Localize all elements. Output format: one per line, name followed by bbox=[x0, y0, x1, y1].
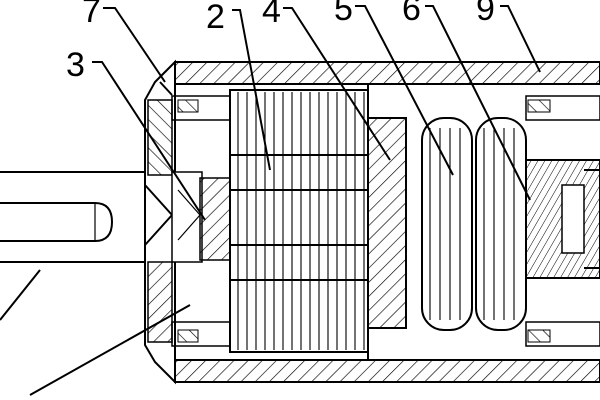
callout-9: 9 bbox=[476, 0, 495, 28]
callout-6: 6 bbox=[402, 0, 421, 28]
callout-2: 2 bbox=[206, 0, 225, 36]
coupling-block bbox=[367, 85, 407, 360]
callout-4: 4 bbox=[262, 0, 281, 30]
shaft bbox=[0, 171, 145, 263]
leader-lines bbox=[0, 5, 541, 396]
callout-7: 7 bbox=[82, 0, 101, 30]
end-cap bbox=[144, 59, 176, 385]
bearing-left bbox=[171, 95, 231, 347]
callout-3: 3 bbox=[66, 46, 85, 84]
bearing-right bbox=[525, 95, 600, 347]
callout-labels: 7 2 4 5 6 9 3 bbox=[66, 0, 495, 84]
disc-pair bbox=[421, 117, 527, 331]
rotor-cylinder bbox=[229, 89, 369, 353]
callout-5: 5 bbox=[334, 0, 353, 28]
outer-housing bbox=[174, 61, 600, 383]
